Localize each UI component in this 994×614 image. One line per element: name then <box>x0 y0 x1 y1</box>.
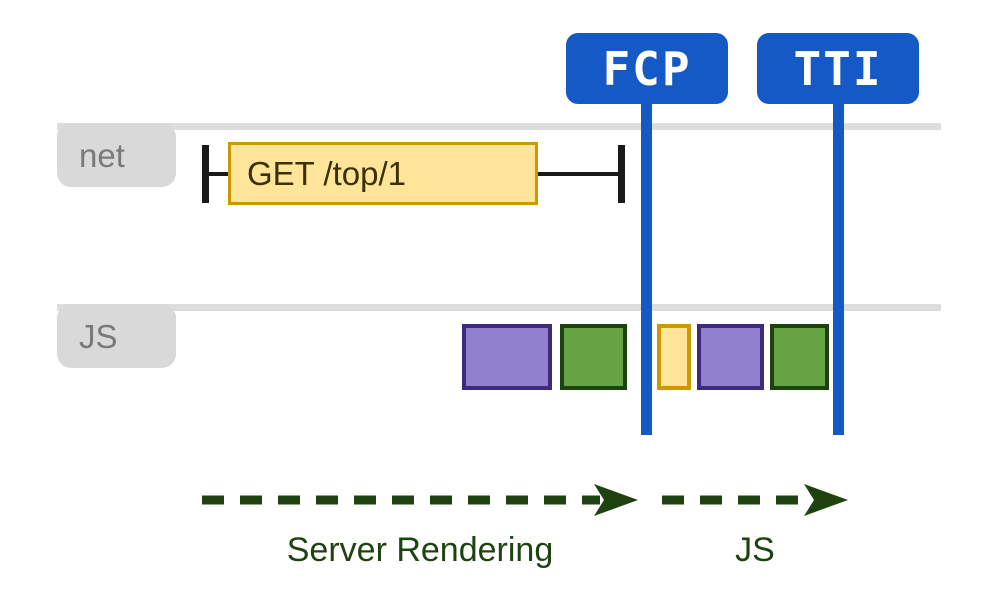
js-task-block[interactable] <box>560 324 627 390</box>
js-phase-arrow <box>660 480 850 520</box>
tti-marker-badge[interactable]: TTI <box>757 33 919 104</box>
fcp-marker-line <box>641 95 652 435</box>
network-request-bar[interactable]: GET /top/1 <box>228 142 538 205</box>
phase-caption-js: JS <box>735 531 775 569</box>
lane-label-js: JS <box>79 317 118 355</box>
tti-marker-line <box>833 95 844 435</box>
js-task-block[interactable] <box>657 324 691 390</box>
lane-line-js <box>57 304 941 311</box>
tti-marker-label: TTI <box>793 41 883 96</box>
lane-line-net <box>57 123 941 130</box>
network-request-label: GET /top/1 <box>247 155 406 192</box>
fcp-marker-label: FCP <box>602 41 692 96</box>
lane-label-net: net <box>79 136 125 174</box>
lane-badge-js: JS <box>57 304 176 368</box>
lane-badge-net: net <box>57 123 176 187</box>
server-rendering-arrow <box>200 480 640 520</box>
network-cap-start <box>202 145 209 203</box>
js-task-block[interactable] <box>697 324 764 390</box>
js-task-block[interactable] <box>462 324 552 390</box>
phase-caption-server-rendering: Server Rendering <box>286 531 554 569</box>
js-task-block[interactable] <box>770 324 829 390</box>
fcp-marker-badge[interactable]: FCP <box>566 33 728 104</box>
network-cap-end <box>618 145 625 203</box>
